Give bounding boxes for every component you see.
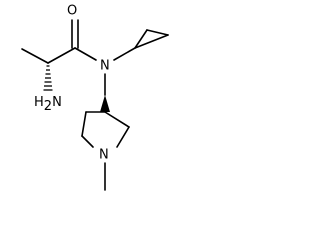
atom-amide-nitrogen: N (100, 59, 110, 74)
bond-carbonyl-amide-n (74, 47, 97, 61)
atom-carbonyl-oxygen: O (67, 4, 77, 19)
stereo-hash-bond-amine (43, 65, 53, 91)
bond-ring-n1-c5 (81, 135, 94, 148)
bond-cyclopropyl-3 (134, 34, 169, 49)
bond-cyclopropyl-2 (146, 29, 169, 36)
bond-alpha-carbonyl (47, 47, 76, 64)
bond-methyl-alpha (21, 48, 49, 64)
bond-n-cyclopropyl (113, 47, 136, 61)
atom-amine-label: H2N (34, 95, 62, 114)
bond-ring-c3-c2 (104, 111, 130, 128)
atom-ring-nitrogen: N (99, 148, 109, 163)
chemical-structure: O N H2N N (21, 4, 169, 191)
bond-cyclopropyl-1 (134, 29, 148, 49)
bond-ring-c2-n1 (116, 126, 130, 148)
stereo-wedge-bond (100, 95, 110, 112)
bond-ring-c5-c4 (81, 111, 87, 137)
